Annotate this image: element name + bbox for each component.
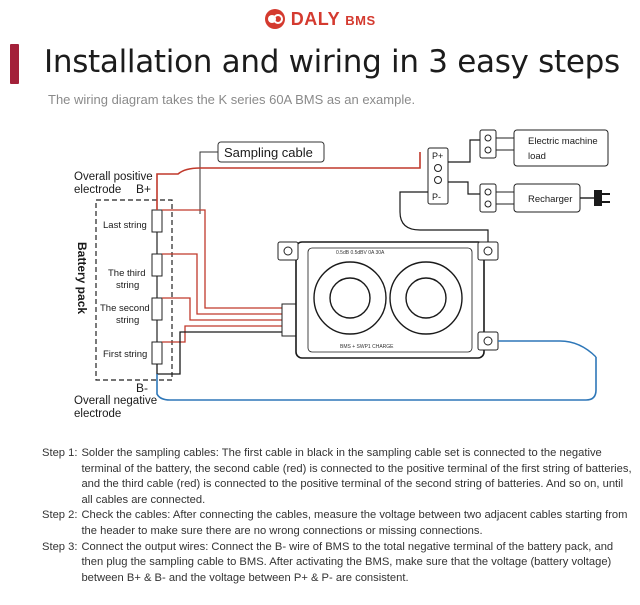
bms-lug-bottom-right-hole: [483, 336, 493, 346]
recharger-label: Recharger: [528, 194, 572, 205]
b-plus-label: B+: [136, 182, 151, 196]
sampling-cable-pointer: [199, 151, 218, 214]
port-to-recharger-wire: [448, 181, 480, 195]
bms-lug-top-right-hole: [483, 246, 493, 256]
bms-bottom-text: BMS + SWP1 CHARGE: [340, 344, 394, 350]
battery-pack-label: Battery pack: [75, 242, 89, 314]
p-minus-wire: [498, 340, 597, 358]
sampling-wire-2: [162, 253, 282, 315]
load-leads: [496, 137, 514, 151]
string-label-second-2: string: [116, 315, 139, 326]
sampling-wire-1: [162, 209, 282, 309]
step-2-text: Check the cables: After connecting the c…: [81, 509, 628, 537]
recharger-connector-pin-1: [484, 188, 492, 196]
b-minus-wire: [156, 357, 597, 401]
b-minus-label: B-: [136, 381, 148, 395]
string-label-first: First string: [103, 349, 147, 360]
sampling-wire-black: [156, 331, 282, 375]
bms-lug-bottom-right: [477, 331, 499, 351]
title-accent-bar: [10, 44, 19, 84]
step-3: Step 3: Connect the output wires: Connec…: [42, 540, 634, 587]
port-to-load-wire: [448, 139, 480, 163]
load-connector-pin-1: [484, 134, 492, 142]
load-connector-pin-2: [484, 146, 492, 154]
step-1-label: Step 1:: [42, 447, 78, 459]
bms-lug-top-left: [277, 241, 299, 261]
string-label-last: Last string: [103, 220, 147, 231]
electrode-positive-label: electrode: [74, 184, 121, 196]
step-1-text: Solder the sampling cables: The first ca…: [81, 447, 632, 506]
port-pin-2: [434, 176, 442, 184]
brand-name: DALY BMS: [290, 8, 376, 29]
bms-top-text: 0.5dB 0.5dBV 0A 30A: [336, 250, 385, 256]
step-3-text: Connect the output wires: Connect the B-…: [81, 540, 614, 584]
battery-cell-third: [151, 253, 163, 277]
electrode-negative-label: electrode: [74, 408, 121, 420]
page-title: Installation and wiring in 3 easy steps: [44, 44, 620, 80]
load-label: load: [528, 151, 546, 162]
recharger-leads: [496, 191, 514, 205]
load-connector: [479, 129, 497, 159]
bms-board-inner: [307, 247, 473, 353]
battery-cell-second: [151, 297, 163, 321]
overall-positive-label: Overall positive: [74, 171, 153, 183]
power-plug-icon: [580, 190, 610, 206]
port-pin-1: [434, 164, 442, 172]
overall-negative-label: Overall negative: [74, 395, 157, 407]
bms-lug-top-right: [477, 241, 499, 261]
port-label-plus: P+: [432, 151, 443, 161]
sampling-wire-4: [162, 325, 282, 343]
page-subtitle: The wiring diagram takes the K series 60…: [48, 92, 416, 107]
battery-cell-first: [151, 341, 163, 365]
electric-machine-label: Electric machine: [528, 136, 598, 147]
bms-lug-top-left-hole: [283, 246, 293, 256]
sampling-wire-3: [162, 297, 282, 321]
recharger-connector-pin-2: [484, 200, 492, 208]
steps-list: Step 1: Solder the sampling cables: The …: [42, 446, 634, 586]
string-label-second: The second: [100, 303, 150, 314]
step-2: Step 2: Check the cables: After connecti…: [42, 508, 634, 539]
step-2-label: Step 2:: [42, 509, 78, 522]
wiring-diagram: Sampling cable Overall positive electrod…: [74, 129, 610, 420]
b-plus-wire: [156, 152, 421, 210]
bms-to-port-wire: [399, 191, 489, 242]
step-1: Step 1: Solder the sampling cables: The …: [42, 446, 634, 508]
recharger-connector: [479, 183, 497, 213]
sampling-connector: [281, 303, 297, 337]
battery-cell-last: [151, 209, 163, 233]
sampling-cable-label: Sampling cable: [224, 145, 313, 160]
string-label-third: The third: [108, 268, 146, 279]
bms-infinity-logo: [313, 261, 463, 335]
electric-machine-box: [513, 129, 609, 167]
daly-logo-icon: [265, 9, 286, 29]
brand-logo: DALY BMS: [0, 8, 640, 34]
step-3-label: Step 3:: [42, 540, 78, 553]
string-label-third-2: string: [116, 280, 139, 291]
port-label-minus: P-: [432, 192, 441, 202]
